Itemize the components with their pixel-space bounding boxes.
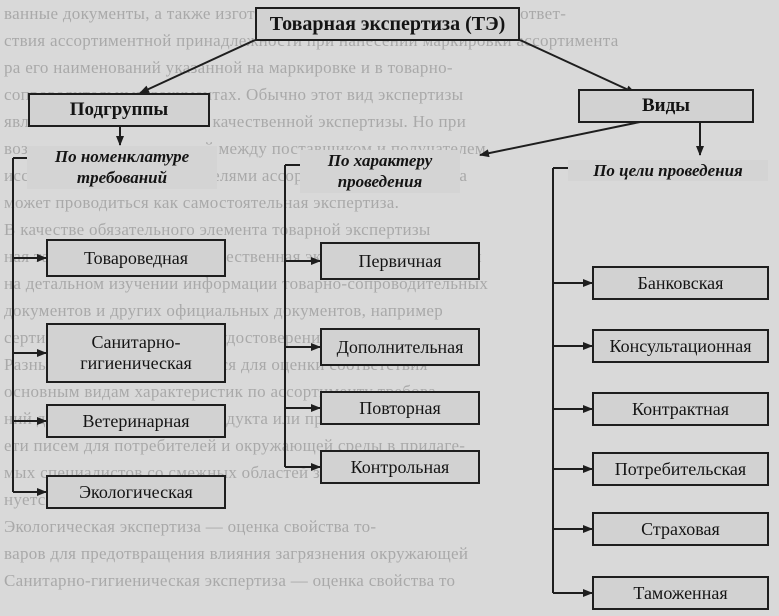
purpose-item: Контрактная bbox=[592, 392, 769, 426]
nomenclature-item: Экологическая bbox=[46, 475, 226, 509]
subgroups-box: Подгруппы bbox=[28, 93, 210, 127]
nomenclature-item: Санитарно-гигиеническая bbox=[46, 323, 226, 383]
character-item: Первичная bbox=[320, 242, 480, 280]
character-item: Контрольная bbox=[320, 450, 480, 484]
character-item: Дополнительная bbox=[320, 328, 480, 366]
purpose-item: Страховая bbox=[592, 512, 769, 546]
purpose-item: Банковская bbox=[592, 266, 769, 300]
character-item: Повторная bbox=[320, 391, 480, 425]
category-nomenclature: По номенклатуре требований bbox=[27, 146, 217, 189]
title-box: Товарная экспертиза (ТЭ) bbox=[255, 7, 520, 41]
purpose-item: Потребительская bbox=[592, 452, 769, 486]
nomenclature-item: Ветеринарная bbox=[46, 404, 226, 438]
category-purpose: По цели проведения bbox=[568, 160, 768, 182]
types-box: Виды bbox=[578, 89, 754, 123]
category-character: По характеру проведения bbox=[300, 150, 460, 193]
purpose-item: Консультационная bbox=[592, 329, 769, 363]
purpose-item: Таможенная bbox=[592, 576, 769, 610]
nomenclature-item: Товароведная bbox=[46, 239, 226, 277]
